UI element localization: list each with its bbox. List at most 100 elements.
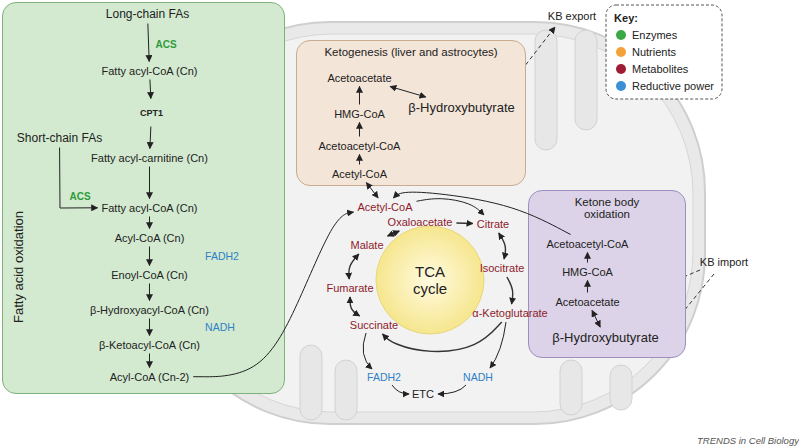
- metabolite: β-Hydroxyacyl-CoA (Cn): [88, 303, 211, 317]
- metabolite: Fatty acyl-CoA (Cn): [100, 64, 200, 78]
- legend-row: Enzymes: [616, 29, 677, 41]
- node-text: Oxaloacetate: [386, 215, 455, 229]
- legend-swatch: [616, 81, 626, 91]
- node-text: Fumarate: [324, 281, 375, 295]
- nutrient-label: Short-chain FAs: [15, 130, 104, 146]
- pathway-arrow: [393, 192, 570, 234]
- pathway-arrow: [390, 87, 426, 98]
- pathway-arrow: [349, 254, 359, 279]
- enzyme-label: CPT1: [137, 101, 166, 125]
- metabolite: Citrate: [475, 217, 511, 231]
- metabolite: Malate: [348, 238, 385, 252]
- nutrient-label: Long-chain FAs: [104, 6, 191, 22]
- node-text: β-Hydroxybutyrate: [550, 329, 660, 346]
- cofactor-label: FADH2: [367, 371, 401, 383]
- pathway-panel: Fatty acid oxidation Long-chain FAsFatty …: [2, 2, 285, 394]
- node-text: Short-chain FAs: [15, 130, 104, 146]
- metabolite: Acetoacetyl-CoA: [317, 139, 403, 153]
- pathway-arrow: [417, 199, 484, 215]
- enzyme-label: ACS: [69, 191, 90, 202]
- pathway-arrow: [366, 183, 378, 199]
- node-text: Isocitrate: [478, 261, 527, 275]
- legend-text: Enzymes: [632, 29, 677, 41]
- pathway-arrow: [149, 127, 151, 149]
- legend-swatch: [616, 47, 626, 57]
- node-text: Acetoacetate: [553, 295, 621, 309]
- tca-circle: TCA cycle: [375, 225, 485, 335]
- node-text: Fatty acyl-CoA (Cn): [100, 201, 200, 215]
- pathway-arrow: [456, 222, 472, 224]
- legend-text: Nutrients: [632, 46, 676, 58]
- metabolite: Acyl-CoA (Cn): [113, 231, 187, 245]
- metabolite: Fatty acyl-CoA (Cn): [100, 201, 200, 215]
- legend-row: Metabolites: [616, 63, 688, 75]
- metabolite: Acetoacetate: [553, 295, 621, 309]
- node-text: Acetoacetyl-CoA: [545, 237, 631, 251]
- metabolite: β-Ketoacyl-CoA (Cn): [97, 338, 202, 352]
- metabolite: HMG-CoA: [560, 265, 615, 279]
- metabolite: α-Ketoglutarate: [470, 306, 549, 320]
- node-text: Acetoacetyl-CoA: [317, 139, 403, 153]
- pathway-arrow: [148, 24, 149, 62]
- legend-title: Key:: [614, 12, 638, 24]
- pathway-arrow: [587, 253, 588, 263]
- pathway-arrow: [149, 247, 150, 266]
- metabolite: Fatty acyl-carnitine (Cn): [89, 151, 210, 165]
- pathway-arrow: [587, 281, 588, 293]
- node-text: TCA cycle: [405, 263, 455, 298]
- node-text: Succinate: [348, 318, 400, 332]
- node-text: β-Ketoacyl-CoA (Cn): [97, 338, 202, 352]
- pathway-arrow: [149, 80, 151, 99]
- metabolite: HMG-CoA: [332, 107, 387, 121]
- pathway-arrow: [149, 319, 150, 336]
- nutrient-label: β-Hydroxybutyrate: [550, 329, 660, 346]
- node-text: Acetyl-CoA: [330, 167, 389, 181]
- node-text: Fatty acyl-CoA (Cn): [100, 64, 200, 78]
- transport-label: KB import: [700, 256, 748, 268]
- node-text: Enoyl-CoA (Cn): [109, 268, 189, 282]
- panel-heading: Fatty acid oxidation: [11, 211, 26, 323]
- pathway-arrow: [359, 155, 360, 165]
- node-text: CPT1: [137, 101, 166, 125]
- pathway-panel: Ketone body oxidationAcetoacetyl-CoA HMG-…: [528, 190, 686, 358]
- legend-row: Reductive power: [616, 80, 714, 92]
- pathway-arrow: [359, 123, 360, 137]
- pathway-arrow: [388, 231, 400, 236]
- node-text: HMG-CoA: [332, 107, 387, 121]
- pathway-arrow: [149, 167, 150, 199]
- cofactor-label: FADH2: [205, 250, 239, 262]
- metabolite: Enoyl-CoA (Cn): [109, 268, 189, 282]
- key-box: [606, 5, 722, 99]
- pathway-arrow: [592, 311, 600, 328]
- pathway-arrow: [149, 284, 150, 301]
- metabolite: Acyl-CoA (Cn-2): [108, 370, 191, 384]
- pathway-panel: Ketogenesis (liver and astrocytes)Acetoa…: [296, 40, 526, 186]
- legend-swatch: [616, 30, 626, 40]
- metabolite: Oxaloacetate: [386, 215, 455, 229]
- node-text: Acyl-CoA (Cn-2): [108, 370, 191, 384]
- node-text: Acetyl-CoA: [355, 200, 414, 214]
- transport-label: KB export: [548, 10, 596, 22]
- pathway-arrow: [350, 297, 360, 316]
- panel-heading: Ketone body oxidation: [557, 196, 657, 220]
- etc-label: ETC: [412, 388, 434, 400]
- metabolite: Fumarate: [324, 281, 375, 295]
- pathway-arrow: [359, 87, 360, 105]
- legend-swatch: [616, 64, 626, 74]
- pathway-arrow: [499, 233, 506, 259]
- cofactor-label: NADH: [463, 371, 493, 383]
- legend-row: Nutrients: [616, 46, 676, 58]
- legend-text: Metabolites: [632, 63, 688, 75]
- metabolite: Succinate: [348, 318, 400, 332]
- pathway-arrow: [507, 277, 513, 304]
- pathway-arrow: [149, 354, 150, 368]
- pathway-arrow: [193, 212, 353, 377]
- node-text: Fatty acyl-carnitine (Cn): [89, 151, 210, 165]
- metabolite: Isocitrate: [478, 261, 527, 275]
- node-text: HMG-CoA: [560, 265, 615, 279]
- metabolite: Acetyl-CoA: [330, 167, 389, 181]
- node-text: Acyl-CoA (Cn): [113, 231, 187, 245]
- metabolite: Acetoacetyl-CoA: [545, 237, 631, 251]
- nutrient-label: β-Hydroxybutyrate: [406, 99, 516, 116]
- node-text: α-Ketoglutarate: [470, 306, 549, 320]
